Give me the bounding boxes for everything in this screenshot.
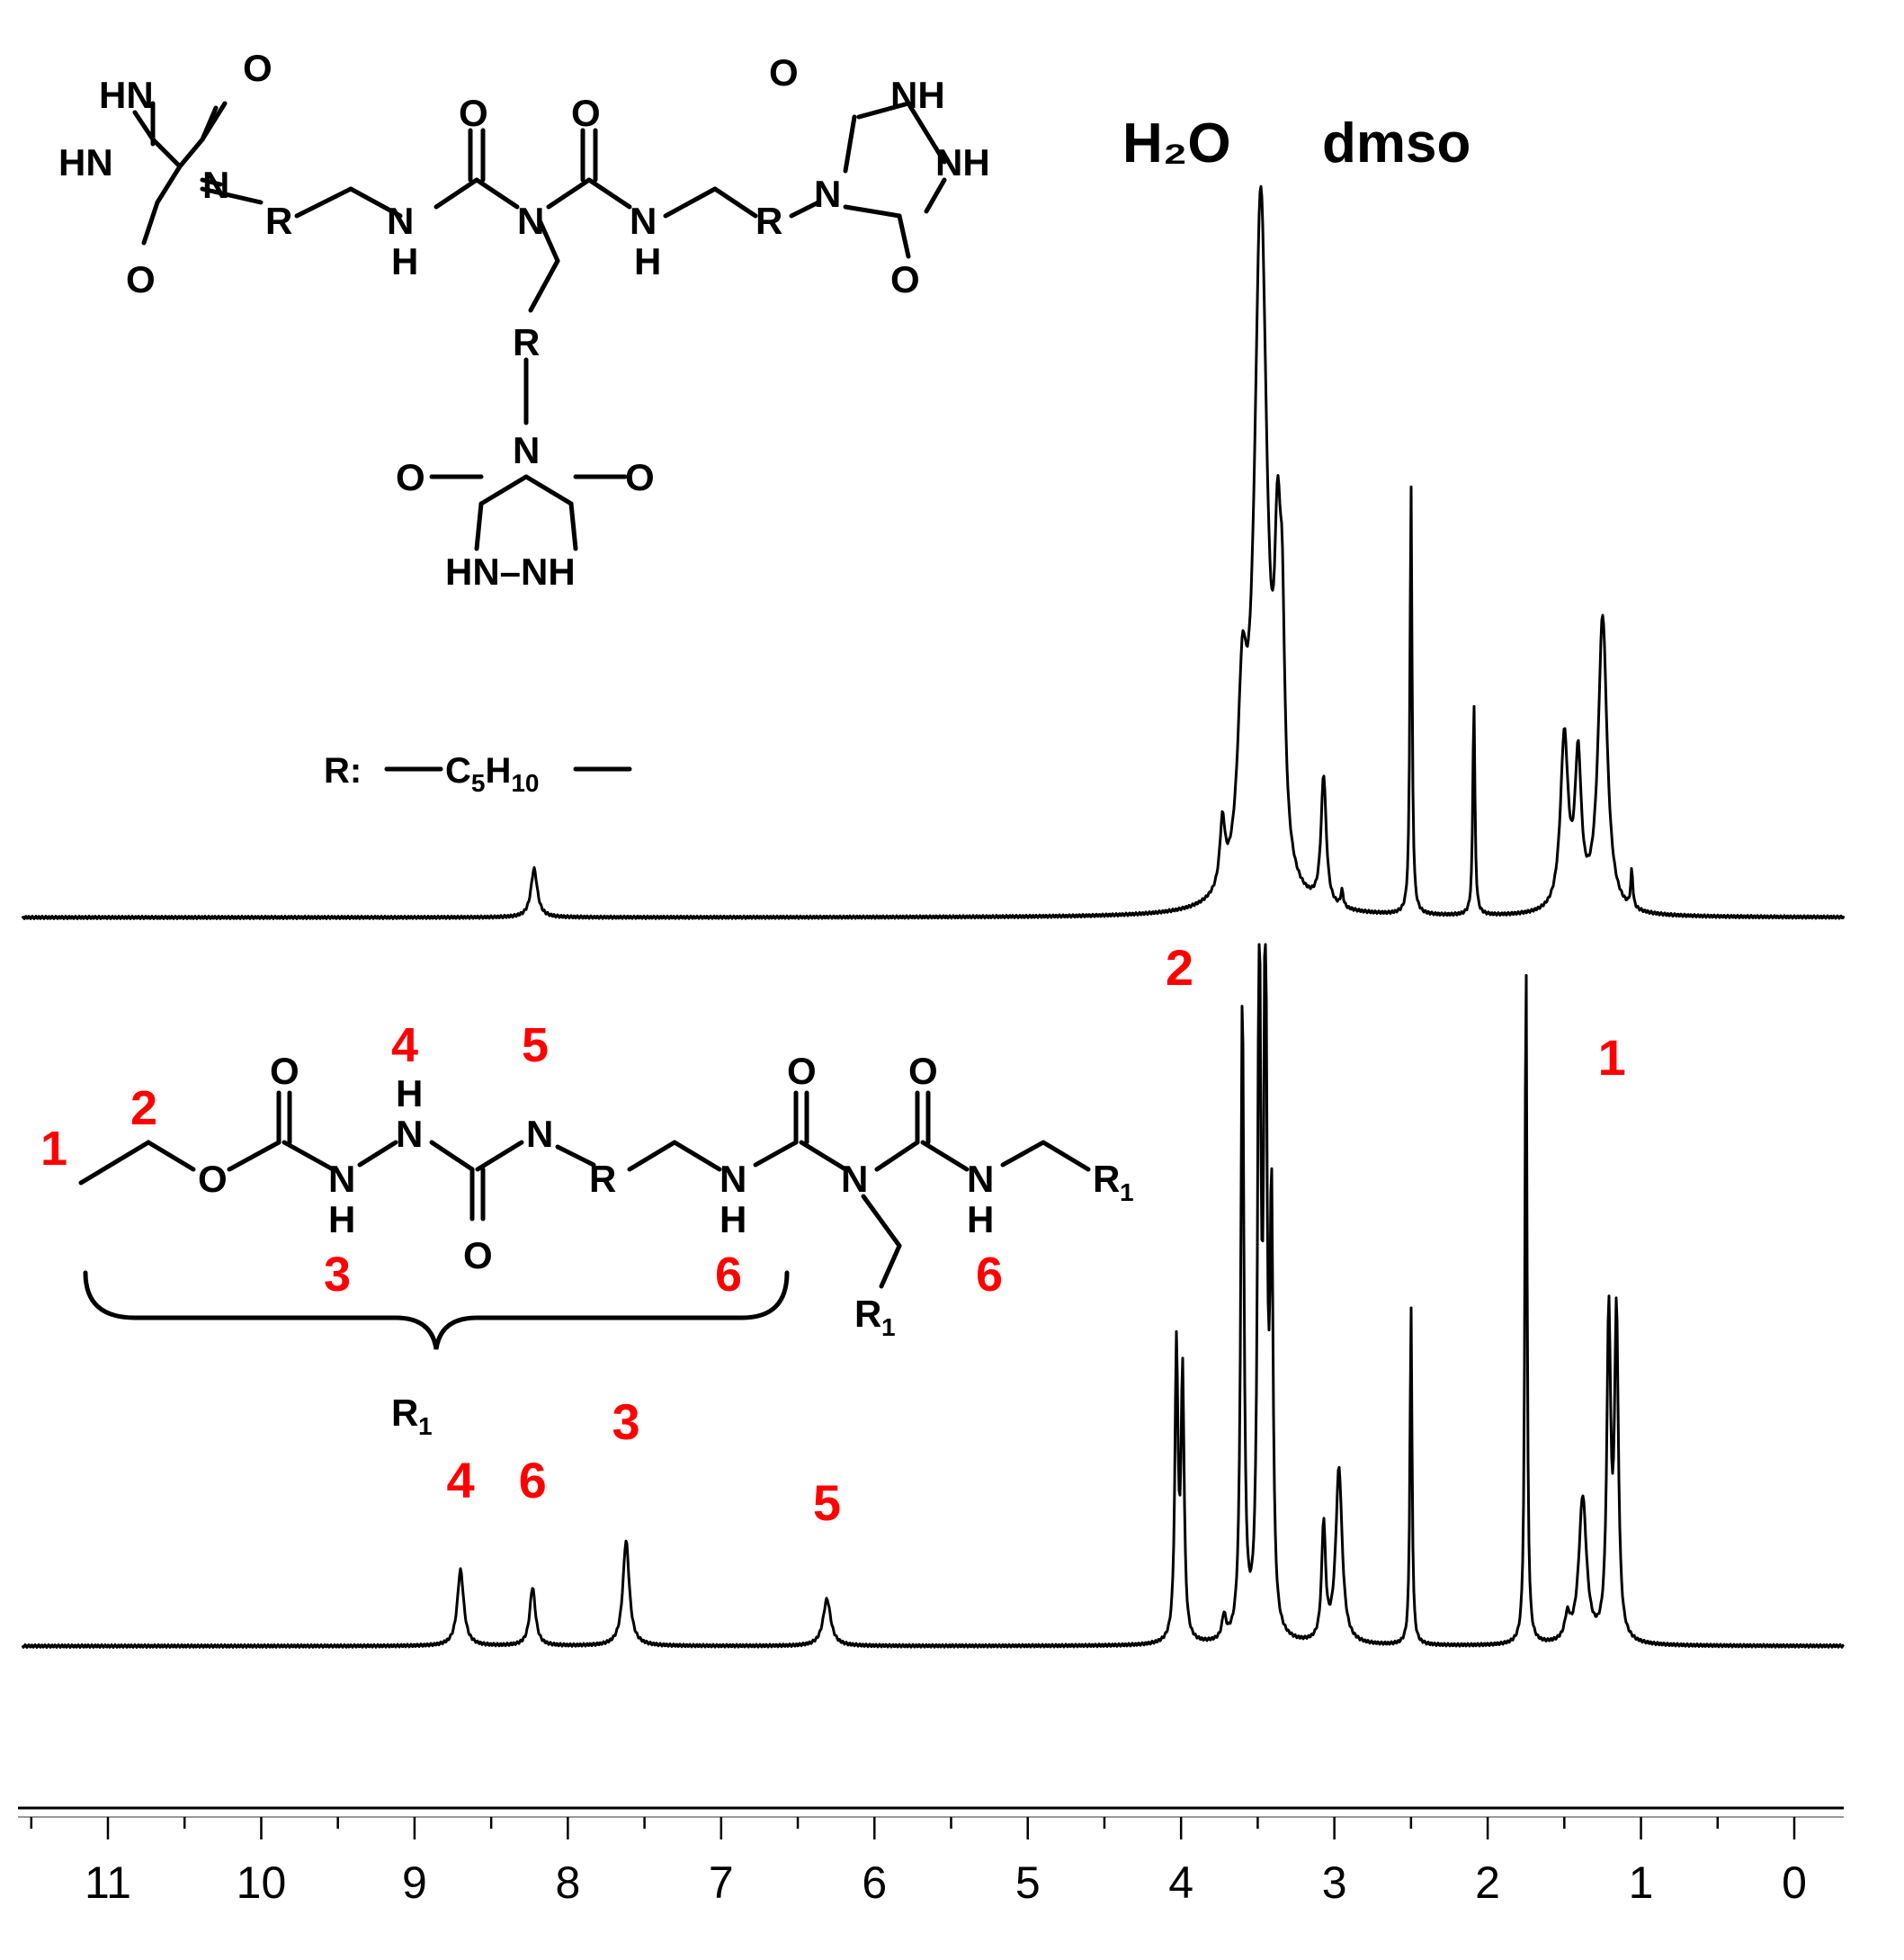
- struct-atom: N: [513, 429, 540, 471]
- struct-atom: H: [634, 240, 661, 282]
- struct-atom: N: [328, 1158, 355, 1200]
- spectra: [21, 184, 1846, 1649]
- peak-label-1: 1: [1598, 1029, 1626, 1086]
- atom-number: 6: [976, 1248, 1003, 1302]
- tick-label: 1: [1629, 1857, 1654, 1908]
- struct-atom: O: [198, 1158, 228, 1200]
- struct-atom: N: [526, 1113, 553, 1155]
- struct-atom: N: [387, 200, 414, 242]
- dmso-label: dmso: [1322, 112, 1470, 175]
- struct-atom: O: [571, 92, 601, 134]
- spectrum-line-2: [21, 943, 1846, 1649]
- struct-sub: 1: [418, 1412, 433, 1440]
- struct-sub: 1: [1120, 1178, 1134, 1206]
- struct-atom: N: [720, 1158, 746, 1200]
- tick-label: 5: [1015, 1857, 1041, 1908]
- struct-atom: HN: [58, 141, 113, 183]
- struct-atom: R: [265, 200, 292, 242]
- struct-atom: H: [967, 1198, 994, 1240]
- peak-label-6: 6: [519, 1452, 547, 1508]
- tick-label: 2: [1475, 1857, 1500, 1908]
- struct-atom: O: [769, 51, 799, 94]
- tick-label: 11: [85, 1857, 131, 1908]
- atom-number: 1: [40, 1122, 67, 1176]
- top-structure: HN HN N O O R N H O N O N H R N NH NH O …: [58, 47, 990, 797]
- peak-label-2: 2: [1166, 939, 1193, 996]
- h2o-label: H₂O: [1122, 112, 1231, 175]
- struct-atom: O: [396, 456, 425, 498]
- struct-atom: O: [625, 456, 655, 498]
- atom-number: 3: [324, 1248, 351, 1302]
- r-group-definition: R: C5H10: [324, 751, 632, 797]
- peak-label-3: 3: [612, 1393, 640, 1450]
- tick-label: 4: [1168, 1857, 1193, 1908]
- struct-atom: N: [517, 200, 544, 242]
- tick-label: 6: [862, 1857, 887, 1908]
- atom-number: 6: [715, 1248, 742, 1302]
- atom-number: 2: [130, 1081, 157, 1135]
- struct-atom: O: [908, 1050, 938, 1092]
- struct-atom: N: [630, 200, 657, 242]
- struct-atom: N: [202, 164, 229, 206]
- struct-atom: NH: [935, 141, 990, 183]
- struct-atom: O: [243, 47, 273, 89]
- atom-number: 4: [391, 1018, 418, 1072]
- struct-atom: R: [589, 1158, 616, 1200]
- struct-sub: 1: [881, 1313, 896, 1341]
- peak-label-5: 5: [813, 1474, 841, 1531]
- svg-text:C5H10: C5H10: [445, 751, 540, 797]
- struct-atom: R: [755, 200, 782, 242]
- peak-label-4: 4: [446, 1452, 474, 1508]
- spectrum-line-1: [21, 184, 1846, 920]
- struct-atom: R: [854, 1293, 881, 1335]
- struct-atom: HN: [99, 74, 154, 116]
- struct-atom: N: [841, 1158, 868, 1200]
- formula-h: H: [485, 751, 511, 791]
- tick-label: 7: [709, 1857, 734, 1908]
- struct-atom: HN–NH: [445, 550, 576, 593]
- struct-atom: O: [126, 258, 156, 300]
- struct-atom: O: [463, 1234, 493, 1276]
- struct-atom: R: [1093, 1158, 1120, 1200]
- struct-atom: N: [814, 173, 841, 215]
- tick-label: 10: [237, 1857, 287, 1908]
- struct-atom: R: [391, 1392, 418, 1434]
- struct-atom: N: [396, 1113, 423, 1155]
- struct-atom: R: [513, 321, 540, 363]
- struct-atom: H: [391, 240, 418, 282]
- formula-c-sub: 5: [471, 769, 486, 797]
- struct-atom: O: [459, 92, 488, 134]
- struct-atom: H: [328, 1198, 355, 1240]
- tick-label: 0: [1782, 1857, 1807, 1908]
- struct-atom: H: [396, 1072, 423, 1114]
- struct-atom: H: [720, 1198, 746, 1240]
- tick-label: 3: [1322, 1857, 1347, 1908]
- struct-atom: O: [787, 1050, 817, 1092]
- formula-c: C: [445, 751, 471, 791]
- r-label: R:: [324, 751, 362, 791]
- struct-atom: O: [890, 258, 920, 300]
- formula-h-sub: 10: [511, 769, 539, 797]
- tick-label: 9: [402, 1857, 427, 1908]
- atom-number: 5: [522, 1018, 549, 1072]
- struct-atom: O: [270, 1050, 299, 1092]
- bottom-structure: O O N H H N O N R N H O N O N H R 1 R 1 …: [40, 1018, 1134, 1440]
- struct-atom: N: [967, 1158, 994, 1200]
- tick-label: 8: [555, 1857, 580, 1908]
- struct-atom: NH: [890, 74, 945, 116]
